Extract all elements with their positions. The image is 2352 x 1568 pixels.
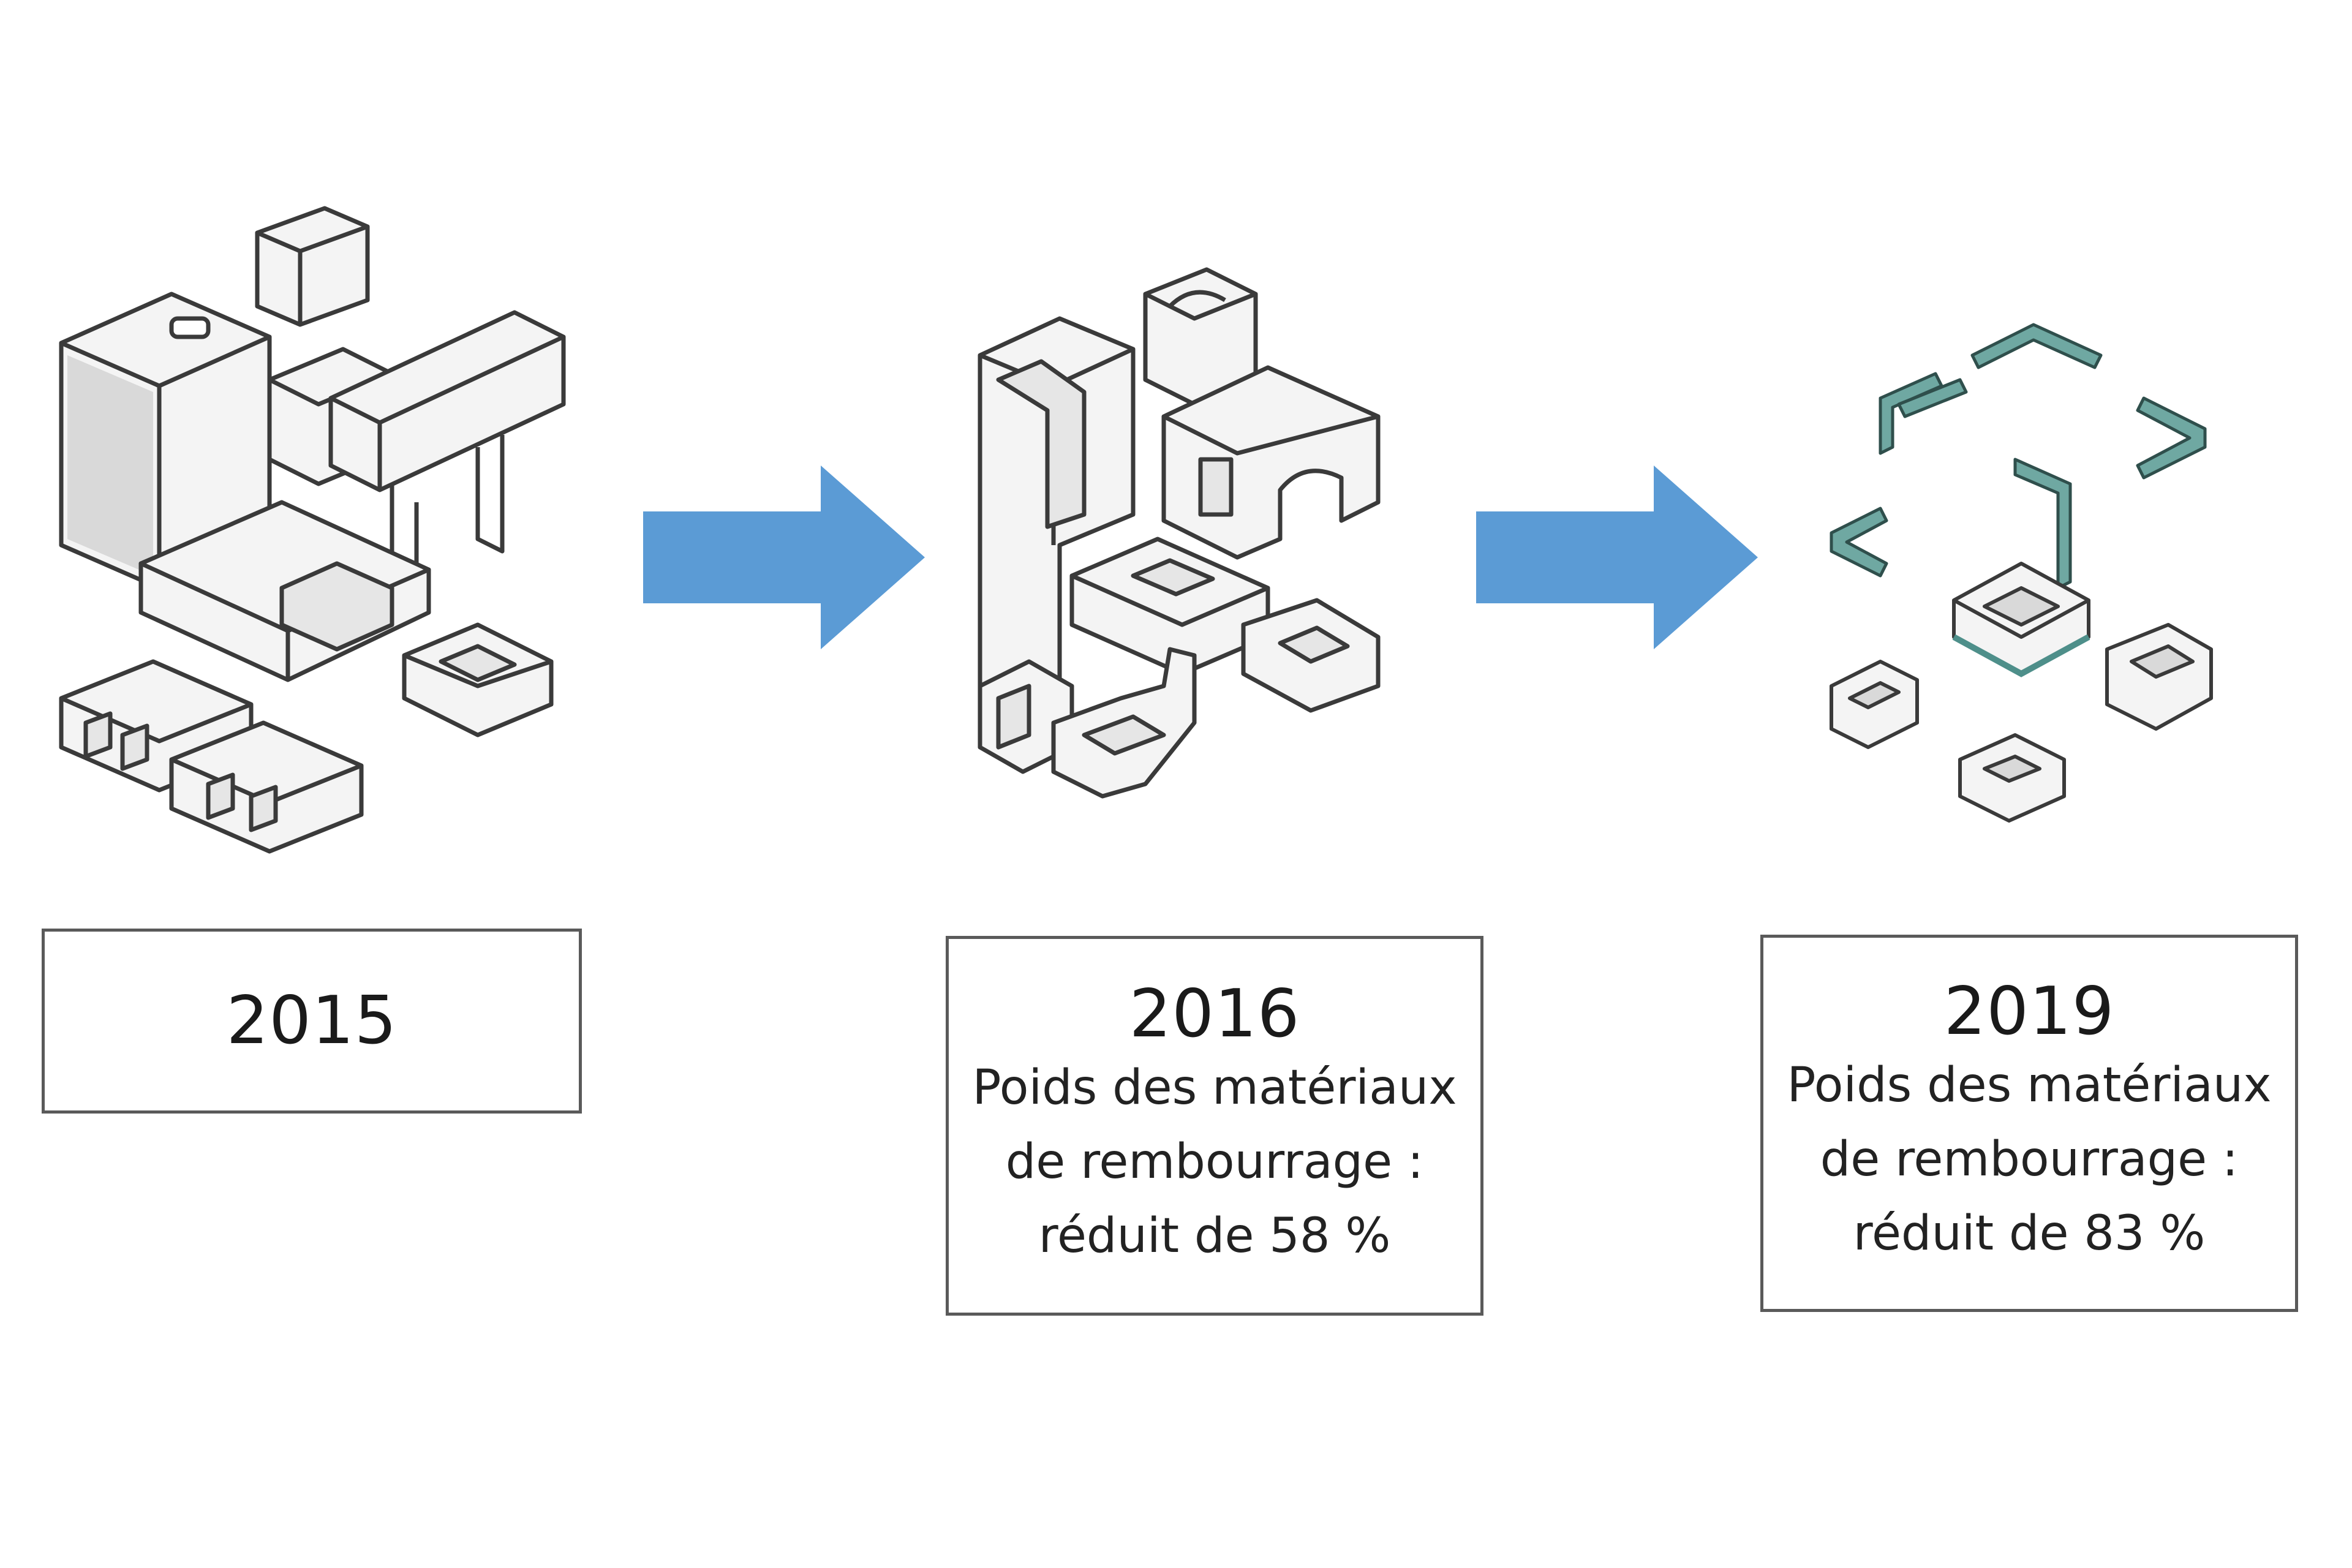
stage-description-line: Poids des matériaux xyxy=(1787,1058,2272,1114)
arrow-right-icon xyxy=(1476,466,1758,649)
stage-label-2019: 2019 Poids des matériaux de rembourrage … xyxy=(1760,935,2298,1312)
stage-year: 2016 xyxy=(1129,976,1300,1053)
stage-year: 2015 xyxy=(226,982,398,1059)
stage-label-2016: 2016 Poids des matériaux de rembourrage … xyxy=(946,936,1483,1316)
stage-description-line: réduit de 58 % xyxy=(1038,1208,1391,1264)
stage-year: 2019 xyxy=(1943,973,2115,1050)
arrow-right-icon xyxy=(643,466,925,649)
stage-description-line: réduit de 83 % xyxy=(1853,1205,2206,1261)
stage-label-2015: 2015 xyxy=(42,929,582,1114)
stage-description-line: Poids des matériaux xyxy=(972,1060,1457,1116)
cardboard-packaging-icon xyxy=(1830,323,2213,823)
foam-packaging-reduced-icon xyxy=(978,267,1381,799)
stage-description-line: de rembourrage : xyxy=(1005,1134,1424,1189)
stage-description-line: de rembourrage : xyxy=(1820,1131,2239,1187)
foam-packaging-full-icon xyxy=(59,206,566,854)
